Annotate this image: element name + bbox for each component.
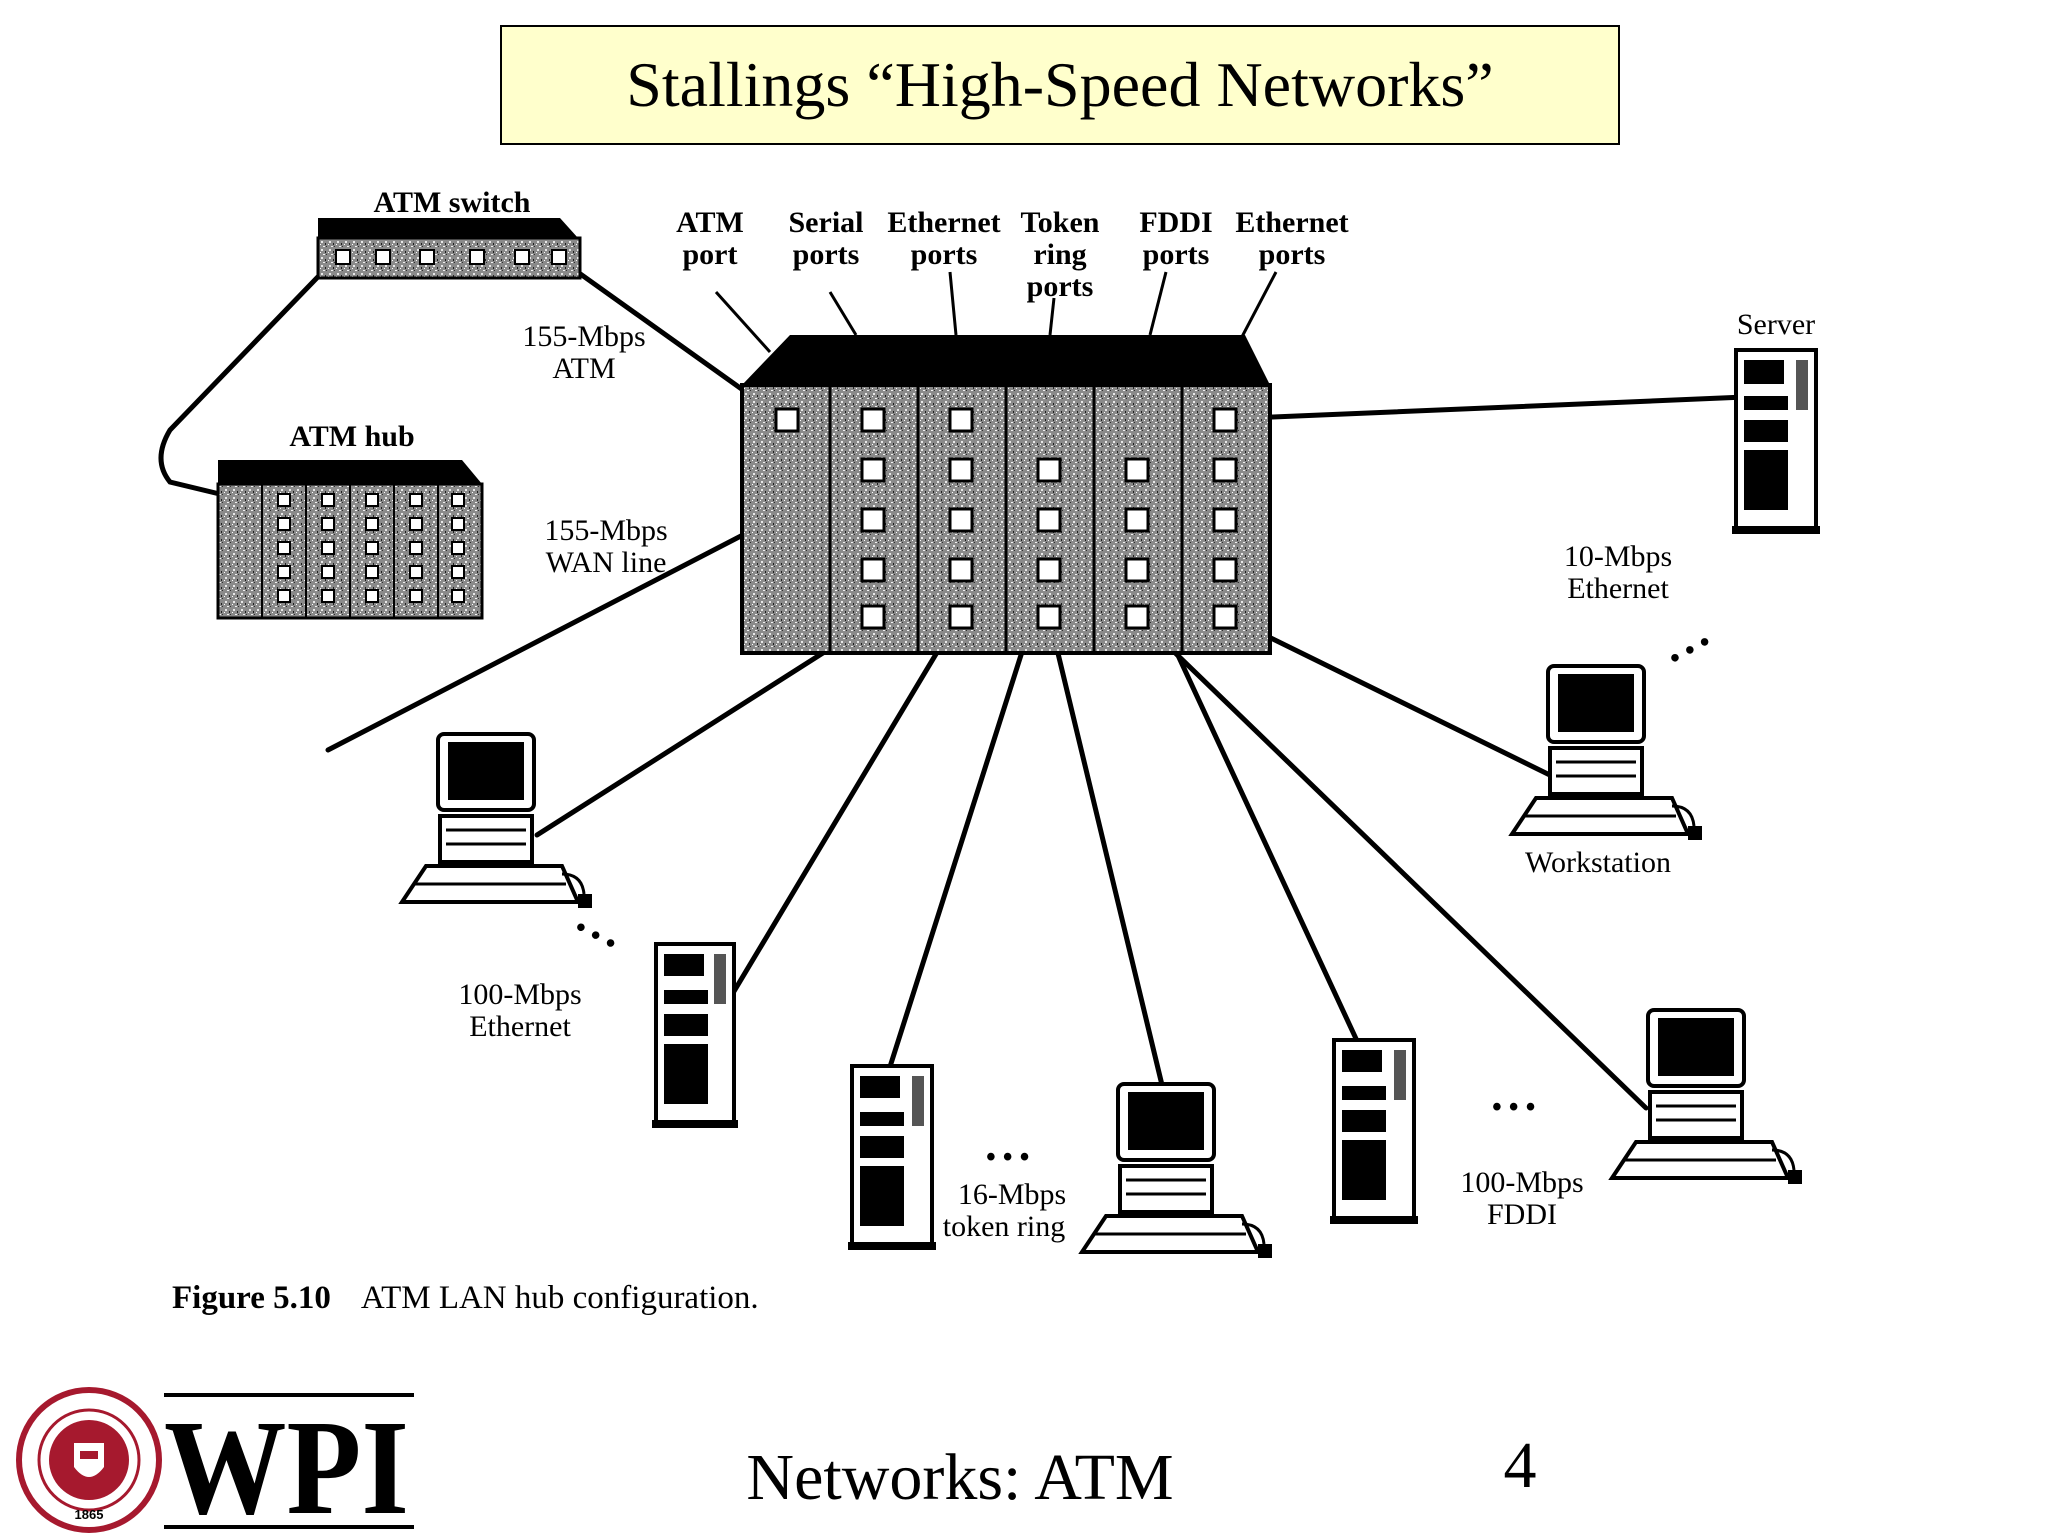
port-ethernet-label-2: ports	[911, 238, 978, 271]
link-100mbps-fddi-workstation	[1134, 613, 1649, 1111]
slide-title: Stallings “High-Speed Networks”	[500, 25, 1620, 145]
port-serial-label-1: Serial	[789, 206, 864, 239]
port-token-label-1: Token	[1021, 206, 1100, 239]
atm-lan-hub	[740, 335, 1272, 655]
port-leaders	[714, 271, 1278, 354]
atm-switch: ATM switch	[316, 186, 582, 280]
port-atm-label-1: ATM	[676, 206, 744, 239]
eth10-label-2: Ethernet	[1567, 572, 1669, 605]
eth100-label-1: 100-Mbps	[458, 978, 581, 1011]
wan-label-2: WAN line	[546, 546, 667, 579]
footer-title: Networks: ATM	[746, 1441, 1174, 1514]
figure-caption: Figure 5.10 ATM LAN hub configuration.	[172, 1280, 759, 1317]
port-fddi-label-2: ports	[1143, 238, 1210, 271]
wan-label-1: 155-Mbps	[544, 514, 667, 547]
port-ethernet-label-1: Ethernet	[887, 206, 1000, 239]
ellipsis-fddi: • • •	[1492, 1092, 1535, 1123]
wpi-seal-icon: 1865 WPI	[16, 1387, 414, 1540]
port-token-label-3: ports	[1027, 270, 1094, 303]
link-155-atm-label-1: 155-Mbps	[522, 320, 645, 353]
eth100-label-2: Ethernet	[469, 1010, 571, 1043]
link-16mbps-token-workstation	[1046, 613, 1165, 1088]
workstation-100mbps-ethernet-icon	[398, 732, 592, 908]
port-atm-label-2: port	[683, 238, 738, 271]
server-100mbps-ethernet-icon	[652, 942, 738, 1128]
workstation-label: Workstation	[1525, 846, 1671, 879]
server-icon	[1732, 348, 1820, 534]
server-100mbps-fddi-icon	[1330, 1038, 1418, 1224]
workstation-100mbps-fddi-icon	[1608, 1008, 1802, 1184]
port-fddi-label-1: FDDI	[1139, 206, 1212, 239]
port-token-label-2: ring	[1033, 238, 1086, 271]
wpi-logo: 1865 WPI	[14, 1385, 414, 1540]
ellipsis-100mbps-ethernet: • • •	[569, 912, 622, 960]
atm-hub: ATM hub	[216, 420, 484, 620]
ellipsis-16mbps: • • •	[986, 1142, 1029, 1173]
ellipsis-10mbps: • • •	[1664, 627, 1717, 675]
server-label: Server	[1737, 308, 1815, 341]
server-16mbps-token-icon	[848, 1064, 936, 1250]
figure-number: Figure 5.10	[172, 1280, 331, 1316]
link-100mbps-ethernet-server	[730, 611, 963, 996]
fddi100-label-2: FDDI	[1487, 1198, 1557, 1231]
link-10mbps-ethernet-workstation	[1223, 613, 1563, 783]
port-ethernet2-label-2: ports	[1259, 238, 1326, 271]
seal-year: 1865	[75, 1507, 104, 1522]
port-serial-label-2: ports	[793, 238, 860, 271]
link-155-atm-label-2: ATM	[552, 352, 615, 385]
wpi-wordmark: WPI	[164, 1393, 409, 1535]
workstation-16mbps-token-icon	[1078, 1082, 1272, 1258]
port-ethernet2-label-1: Ethernet	[1235, 206, 1348, 239]
link-server	[1223, 394, 1748, 422]
page-number: 4	[1503, 1429, 1537, 1502]
eth10-label-1: 10-Mbps	[1564, 540, 1672, 573]
atm-hub-label: ATM hub	[289, 420, 414, 453]
atm-switch-label: ATM switch	[374, 186, 531, 219]
workstation-10mbps-ethernet-icon	[1508, 664, 1702, 840]
fddi100-label-1: 100-Mbps	[1460, 1166, 1583, 1199]
figure-caption-text: ATM LAN hub configuration.	[360, 1280, 759, 1316]
slide-title-text: Stallings “High-Speed Networks”	[626, 49, 1494, 120]
token16-label-1: 16-Mbps	[958, 1178, 1066, 1211]
switch-to-hub-link	[158, 251, 343, 499]
token16-label-2: token ring	[943, 1210, 1065, 1243]
